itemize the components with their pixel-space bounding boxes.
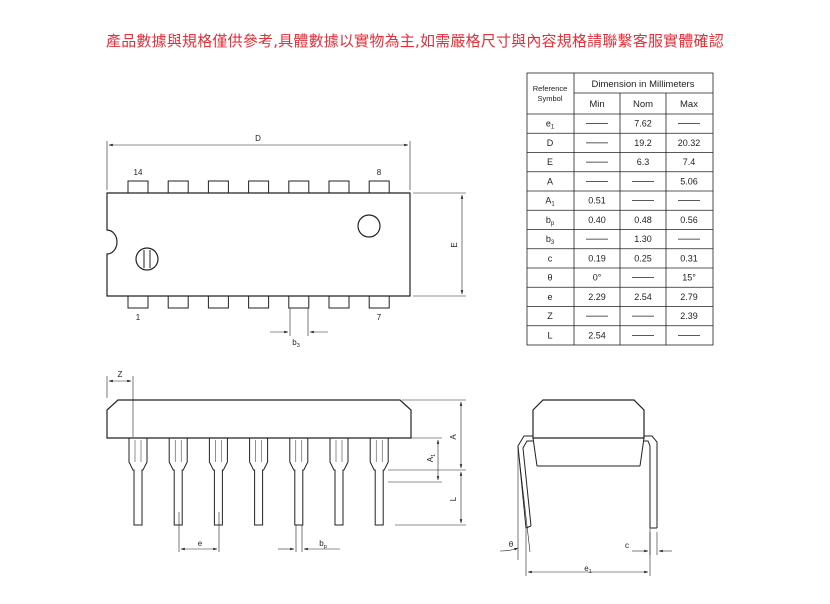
side-pin xyxy=(329,438,349,526)
table-cell-max: 0.31 xyxy=(680,253,698,263)
table-row-symbol: D xyxy=(547,138,554,148)
dim-L-label: L xyxy=(449,496,458,501)
dim-e1-label: e1 xyxy=(584,564,592,575)
top-pin-lower xyxy=(248,295,270,309)
table-cell-nom: 19.2 xyxy=(634,138,652,148)
table-cell-nom: 2.54 xyxy=(634,292,652,302)
dim-c-label: c xyxy=(625,541,629,550)
top-pin-upper xyxy=(288,180,310,194)
table-group-header: Dimension in Millimeters xyxy=(592,79,695,90)
table-row-symbol: A1 xyxy=(545,196,555,208)
table-row-symbol: e xyxy=(547,292,552,302)
table-cell-max: 7.4 xyxy=(683,157,696,167)
table-row-symbol: e1 xyxy=(546,119,555,131)
table-cell-max: 2.79 xyxy=(680,292,698,302)
table-row-symbol: Z xyxy=(547,311,553,321)
side-pin xyxy=(168,438,188,526)
table-row-symbol: L xyxy=(547,330,552,340)
table-cell-max: 2.39 xyxy=(680,311,698,321)
end-view-labels: θ c e1 xyxy=(509,540,629,575)
pin-7-label: 7 xyxy=(377,313,382,322)
table-cell-max: 0.56 xyxy=(680,215,698,225)
table-cell-max: 20.32 xyxy=(678,138,701,148)
dim-E-label: E xyxy=(450,242,459,247)
side-pin xyxy=(249,438,269,526)
table-cell-min: 0.19 xyxy=(588,253,606,263)
top-view-labels: D E b3 14 8 1 7 xyxy=(134,134,459,349)
top-pin-upper xyxy=(167,180,189,194)
pin-14-label: 14 xyxy=(134,168,143,177)
table-ref-label-1: Reference xyxy=(533,84,568,93)
top-pin-upper xyxy=(328,180,350,194)
table-col-max: Max xyxy=(680,99,698,110)
dim-e-label: e xyxy=(198,539,203,548)
dim-theta-label: θ xyxy=(509,540,514,549)
dim-Z-label: Z xyxy=(118,370,123,379)
top-pin-upper xyxy=(368,180,390,194)
dimension-table xyxy=(526,72,714,346)
dim-D-label: D xyxy=(255,134,261,143)
end-view xyxy=(499,399,672,576)
top-pin-upper xyxy=(248,180,270,194)
top-pin-lower xyxy=(328,295,350,309)
top-pin-upper xyxy=(127,180,149,194)
disclaimer-notice: 產品數據與規格僅供參考,具體數據以實物為主,如需嚴格尺寸與內容規格請聯繫客服實體… xyxy=(106,32,724,50)
side-view xyxy=(106,376,466,552)
table-cell-nom: 6.3 xyxy=(637,157,650,167)
table-cell-min: 0° xyxy=(593,273,602,283)
side-pin xyxy=(208,438,228,526)
side-pin xyxy=(289,438,309,526)
table-row-symbol: E xyxy=(547,157,553,167)
table-col-min: Min xyxy=(589,99,604,110)
table-cell-nom: 0.25 xyxy=(634,253,652,263)
top-pin-lower xyxy=(368,295,390,309)
side-pin xyxy=(369,438,389,526)
table-cell-nom: 1.30 xyxy=(634,234,652,244)
table-cell-min: 2.54 xyxy=(588,330,606,340)
table-row-symbol: c xyxy=(548,253,553,263)
dim-A1-label: A1 xyxy=(426,454,437,462)
table-ref-label-2: Symbol xyxy=(537,94,562,103)
table-cell-min: 2.29 xyxy=(588,292,606,302)
table-cell-max: 15° xyxy=(682,273,696,283)
dim-bp-label: bp xyxy=(319,539,327,550)
table-row-symbol: θ xyxy=(547,273,552,283)
side-pin xyxy=(128,438,148,526)
dim-A-label: A xyxy=(449,434,458,440)
dimension-table-text: Reference Symbol Dimension in Millimeter… xyxy=(533,79,701,340)
top-pin-upper xyxy=(207,180,229,194)
top-pin-lower xyxy=(288,295,310,309)
table-row-symbol: A xyxy=(547,176,553,186)
table-row-symbol: bp xyxy=(546,215,555,227)
table-col-nom: Nom xyxy=(633,99,653,110)
table-cell-nom: 7.62 xyxy=(634,119,652,129)
top-pin-lower xyxy=(207,295,229,309)
table-row-symbol: b3 xyxy=(546,234,555,246)
top-pin-lower xyxy=(127,295,149,309)
table-cell-nom: 0.48 xyxy=(634,215,652,225)
pin-8-label: 8 xyxy=(377,168,382,177)
top-view xyxy=(106,141,466,336)
dim-b3-label: b3 xyxy=(292,338,300,349)
table-cell-min: 0.51 xyxy=(588,196,606,206)
top-pin-lower xyxy=(167,295,189,309)
table-cell-max: 5.06 xyxy=(680,176,698,186)
side-view-labels: Z A A1 L e bp xyxy=(118,370,458,550)
pin-1-label: 1 xyxy=(136,313,141,322)
table-cell-min: 0.40 xyxy=(588,215,606,225)
